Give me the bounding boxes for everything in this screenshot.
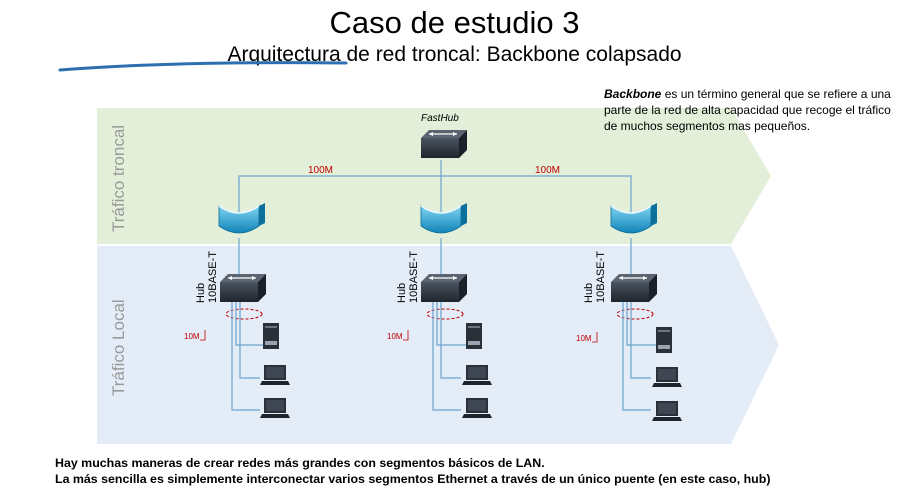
fasthub-icon[interactable] — [420, 129, 468, 159]
hub-1-label: Hub — [195, 283, 207, 303]
segment-3: Hub 10BASE-T 10M — [576, 251, 682, 421]
laptop-icon[interactable] — [462, 398, 492, 418]
backbone-term: Backbone — [604, 87, 662, 101]
backbone-definition-text: es un término general que se refiere a u… — [604, 87, 891, 133]
segment-1: Hub 10BASE-T 10M — [184, 251, 290, 418]
backbone-zone-label: Tráfico troncal — [109, 125, 128, 232]
slide-subtitle: Arquitectura de red troncal: Backbone co… — [227, 43, 682, 66]
hub-2-label: Hub — [396, 283, 408, 303]
hub-3-label: Hub — [583, 283, 595, 303]
footer-line-1: Hay muchas maneras de crear redes más gr… — [55, 456, 545, 470]
slide-title: Caso de estudio 3 — [329, 5, 580, 40]
laptop-icon[interactable] — [260, 398, 290, 418]
segment-1-speed: 10M — [184, 332, 200, 341]
decorative-underline — [58, 61, 348, 72]
local-zone-label: Tráfico Local — [109, 299, 128, 396]
backbone-links — [238, 160, 632, 278]
segment-2: Hub 10BASE-T 10M — [387, 251, 492, 418]
backbone-definition: Backbone es un término general que se re… — [604, 86, 904, 134]
laptop-icon[interactable] — [260, 365, 290, 385]
server-icon[interactable] — [656, 327, 672, 353]
collision-domain-marker — [225, 308, 263, 320]
hub-icon-1[interactable] — [219, 273, 267, 303]
footer-text: Hay muchas maneras de crear redes más gr… — [55, 455, 770, 487]
laptop-icon[interactable] — [462, 365, 492, 385]
uplink-left-label: 100M — [308, 165, 333, 176]
hub-3-type: 10BASE-T — [595, 251, 607, 303]
hub-1-type: 10BASE-T — [207, 251, 219, 303]
server-icon[interactable] — [263, 323, 279, 349]
uplink-right-label: 100M — [535, 165, 560, 176]
collision-domain-marker — [426, 308, 464, 320]
segment-3-speed: 10M — [576, 334, 592, 343]
footer-line-2: La más sencilla es simplemente intercone… — [55, 472, 771, 486]
hub-2-type: 10BASE-T — [408, 251, 420, 303]
server-icon[interactable] — [466, 323, 482, 349]
hub-icon-2[interactable] — [420, 273, 468, 303]
core-hub-label: FastHub — [421, 113, 459, 124]
hub-icon-3[interactable] — [610, 273, 658, 303]
laptop-icon[interactable] — [652, 367, 682, 387]
laptop-icon[interactable] — [652, 401, 682, 421]
segment-2-speed: 10M — [387, 332, 403, 341]
collision-domain-marker — [616, 308, 654, 320]
